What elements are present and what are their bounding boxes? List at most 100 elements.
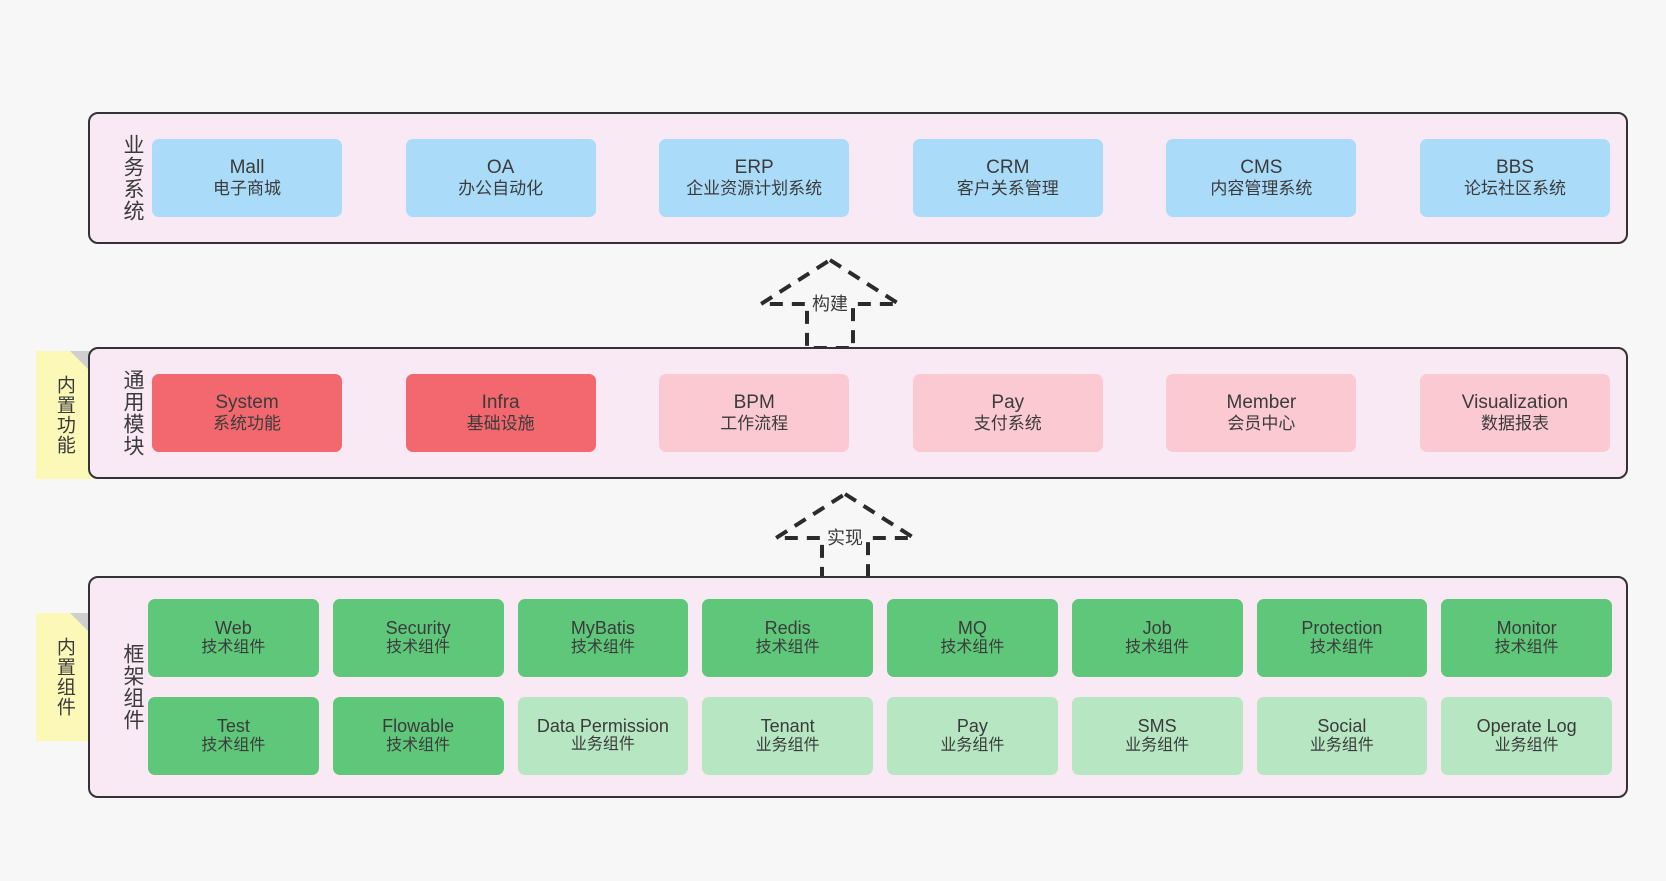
node-title: Tenant <box>760 715 815 736</box>
framework-components-grid: Web 技术组件 Security 技术组件 MyBatis 技术组件 Redi… <box>148 599 1612 775</box>
node-subtitle: 业务组件 <box>1494 737 1559 755</box>
node-infra[interactable]: Infra 基础设施 <box>405 374 596 452</box>
node-subtitle: 企业资源计划系统 <box>686 179 823 199</box>
node-title: ERP <box>734 156 774 178</box>
node-mq[interactable]: MQ 技术组件 <box>887 599 1058 677</box>
node-title: Visualization <box>1461 391 1569 413</box>
connector-label-build: 构建 <box>812 294 848 314</box>
note-text: 内置功能 <box>53 375 75 455</box>
node-title: Pay <box>956 715 988 736</box>
node-monitor[interactable]: Monitor 技术组件 <box>1441 599 1612 677</box>
node-subtitle: 业务组件 <box>940 737 1005 755</box>
layer-business-systems: 业务系统 Mall 电子商城 OA 办公自动化 ERP 企业资源计划系统 CRM… <box>88 112 1628 244</box>
connector-build: 构建 <box>754 257 906 350</box>
node-title: BBS <box>1495 156 1534 178</box>
node-subtitle: 技术组件 <box>1309 639 1374 657</box>
node-title: Web <box>215 617 252 638</box>
node-bpm[interactable]: BPM 工作流程 <box>659 374 850 452</box>
node-redis[interactable]: Redis 技术组件 <box>702 599 873 677</box>
node-subtitle: 技术组件 <box>1494 639 1559 657</box>
node-operate-log[interactable]: Operate Log 业务组件 <box>1441 697 1612 775</box>
node-pay-component[interactable]: Pay 业务组件 <box>887 697 1058 775</box>
node-oa[interactable]: OA 办公自动化 <box>405 139 596 217</box>
node-member[interactable]: Member 会员中心 <box>1166 374 1357 452</box>
layer-body-common-modules: System 系统功能 Infra 基础设施 BPM 工作流程 Pay 支付系统… <box>144 349 1626 477</box>
layer-title-framework-components: 框架组件 <box>121 643 144 731</box>
node-title: Monitor <box>1496 617 1557 638</box>
note-fold-corner-icon <box>70 351 92 373</box>
node-flowable[interactable]: Flowable 技术组件 <box>332 697 504 775</box>
node-job[interactable]: Job 技术组件 <box>1071 599 1243 677</box>
dashed-generalization-arrow-icon <box>769 491 921 584</box>
node-subtitle: 电子商城 <box>213 179 281 199</box>
node-subtitle: 论坛社区系统 <box>1463 179 1566 199</box>
node-erp[interactable]: ERP 企业资源计划系统 <box>659 139 850 217</box>
node-pay[interactable]: Pay 支付系统 <box>912 374 1103 452</box>
node-tenant[interactable]: Tenant 业务组件 <box>702 697 873 775</box>
node-visualization[interactable]: Visualization 数据报表 <box>1419 374 1610 452</box>
dashed-generalization-arrow-icon <box>754 257 906 350</box>
node-subtitle: 内容管理系统 <box>1210 179 1313 199</box>
node-bbs[interactable]: BBS 论坛社区系统 <box>1419 139 1610 217</box>
layer-title-common-modules: 通用模块 <box>121 369 144 457</box>
layer-body-framework-components: Web 技术组件 Security 技术组件 MyBatis 技术组件 Redi… <box>144 578 1626 796</box>
node-title: SMS <box>1137 715 1177 736</box>
node-title: OA <box>486 156 515 178</box>
node-subtitle: 工作流程 <box>720 414 789 434</box>
note-text: 内置组件 <box>53 637 75 717</box>
node-title: Flowable <box>382 715 455 736</box>
node-subtitle: 技术组件 <box>755 639 820 657</box>
node-title: Test <box>216 715 250 736</box>
node-title: Infra <box>481 391 520 413</box>
connector-implement: 实现 <box>769 491 921 584</box>
node-title: CMS <box>1240 156 1283 178</box>
node-title: System <box>215 391 279 413</box>
node-title: Job <box>1142 617 1172 638</box>
node-title: Redis <box>764 617 811 638</box>
node-mall[interactable]: Mall 电子商城 <box>152 139 342 217</box>
node-system[interactable]: System 系统功能 <box>152 374 342 452</box>
node-subtitle: 系统功能 <box>213 414 281 434</box>
node-title: Member <box>1226 391 1297 413</box>
node-subtitle: 技术组件 <box>570 639 635 657</box>
node-title: Pay <box>991 391 1025 413</box>
node-security[interactable]: Security 技术组件 <box>332 599 504 677</box>
note-builtin-features: 内置功能 <box>36 351 92 479</box>
layer-framework-components: 框架组件 Web 技术组件 Security 技术组件 MyBatis 技术组件… <box>88 576 1628 798</box>
node-sms[interactable]: SMS 业务组件 <box>1071 697 1243 775</box>
layer-title-business-systems: 业务系统 <box>121 134 144 222</box>
node-crm[interactable]: CRM 客户关系管理 <box>912 139 1103 217</box>
node-subtitle: 技术组件 <box>1125 639 1190 657</box>
node-title: Mall <box>229 156 265 178</box>
node-test[interactable]: Test 技术组件 <box>148 697 319 775</box>
node-cms[interactable]: CMS 内容管理系统 <box>1166 139 1357 217</box>
node-title: MyBatis <box>570 617 635 638</box>
node-subtitle: 客户关系管理 <box>956 179 1059 199</box>
node-protection[interactable]: Protection 技术组件 <box>1256 599 1428 677</box>
note-builtin-components: 内置组件 <box>36 613 92 741</box>
connector-label-implement: 实现 <box>827 528 863 548</box>
node-title: Operate Log <box>1476 715 1577 736</box>
node-title: CRM <box>986 156 1030 178</box>
node-subtitle: 技术组件 <box>386 737 451 755</box>
node-title: Protection <box>1301 617 1383 638</box>
node-social[interactable]: Social 业务组件 <box>1256 697 1428 775</box>
node-subtitle: 技术组件 <box>386 639 451 657</box>
node-subtitle: 数据报表 <box>1480 414 1549 434</box>
node-subtitle: 办公自动化 <box>458 179 544 199</box>
node-subtitle: 基础设施 <box>466 414 535 434</box>
node-subtitle: 技术组件 <box>201 639 266 657</box>
node-subtitle: 业务组件 <box>755 737 820 755</box>
layer-common-modules: 通用模块 System 系统功能 Infra 基础设施 BPM 工作流程 Pay… <box>88 347 1628 479</box>
node-mybatis[interactable]: MyBatis 技术组件 <box>517 599 689 677</box>
node-subtitle: 业务组件 <box>1309 737 1374 755</box>
node-subtitle: 支付系统 <box>973 414 1042 434</box>
node-subtitle: 技术组件 <box>940 639 1005 657</box>
node-title: Social <box>1317 715 1367 736</box>
node-title: MQ <box>957 617 987 638</box>
node-title: BPM <box>733 391 775 413</box>
node-subtitle: 会员中心 <box>1227 414 1296 434</box>
node-web[interactable]: Web 技术组件 <box>148 599 319 677</box>
node-data-permission[interactable]: Data Permission 业务组件 <box>517 697 689 775</box>
